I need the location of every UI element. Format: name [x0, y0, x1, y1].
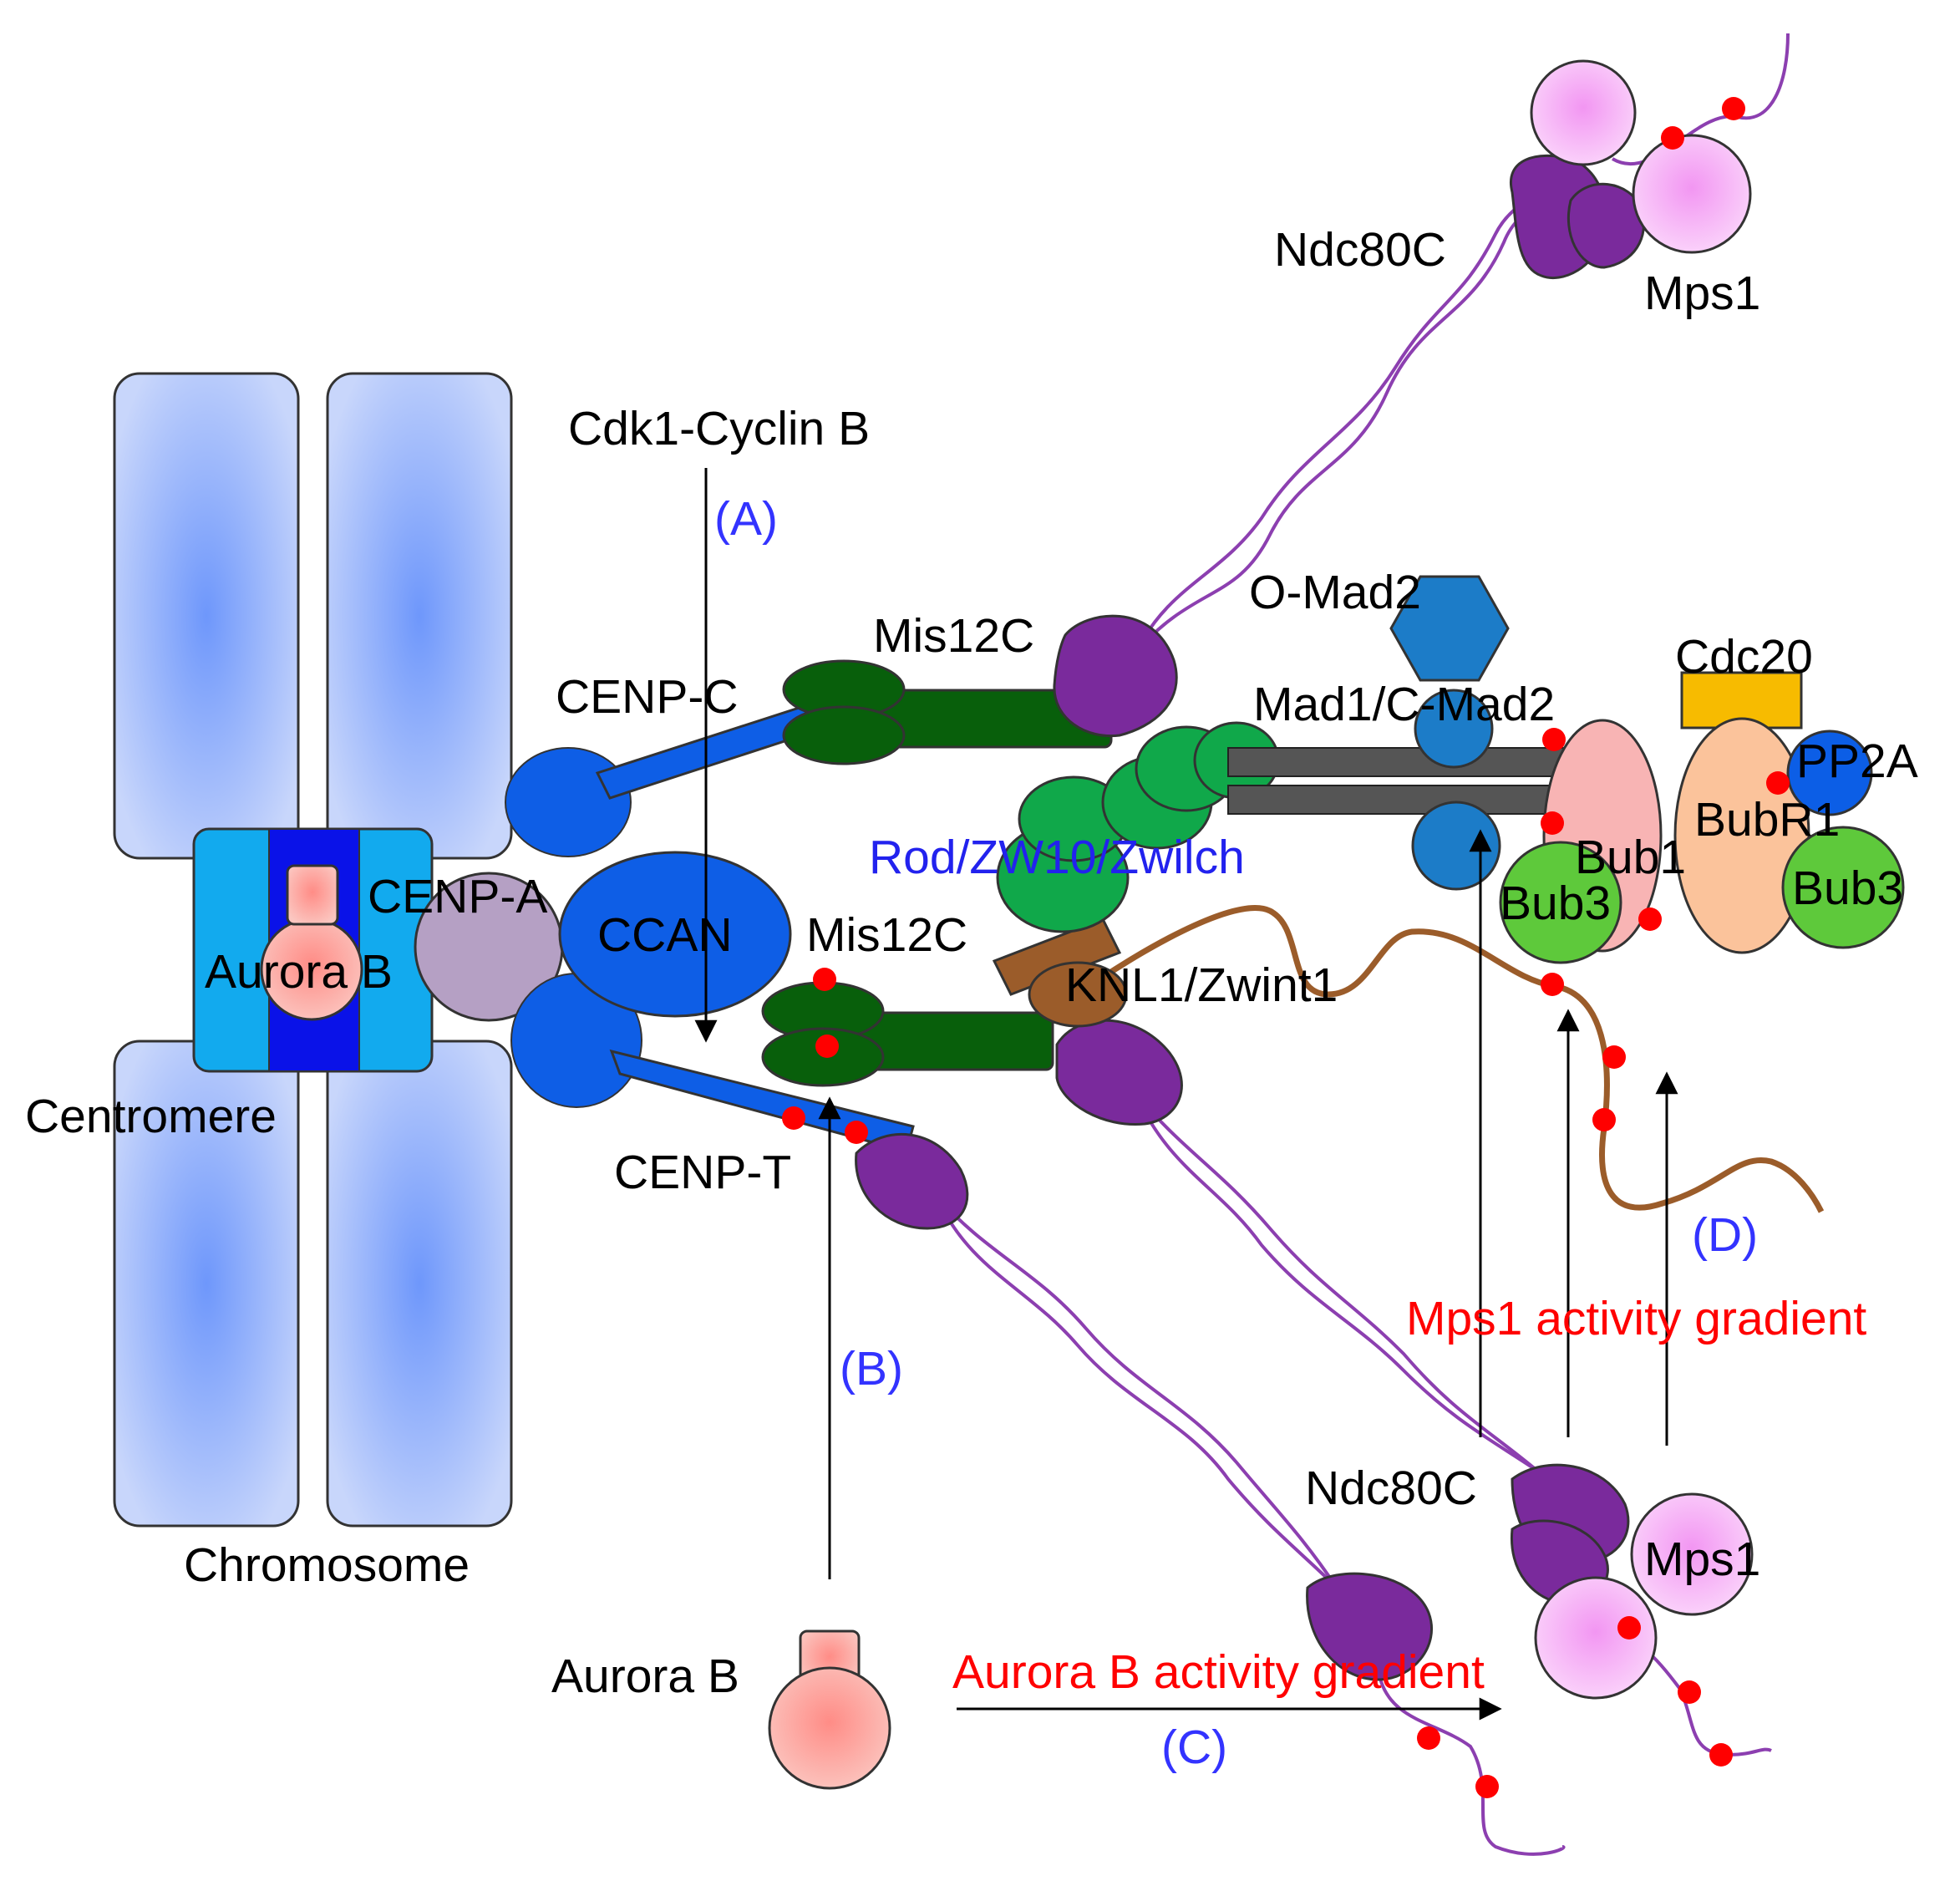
label-step-b: (B)	[840, 1342, 903, 1395]
ndc80c-middle-shape	[1135, 1093, 1539, 1472]
label-aurora-b-gradient: Aurora B activity gradient	[952, 1645, 1485, 1699]
label-cenp-t: CENP-T	[614, 1146, 791, 1199]
label-cenp-a: CENP-A	[368, 870, 547, 923]
label-pp2a: PP2A	[1796, 735, 1918, 788]
label-mps1-gradient: Mps1 activity gradient	[1406, 1292, 1866, 1345]
ccan-shape	[558, 851, 792, 1018]
label-mps1-top: Mps1	[1644, 267, 1760, 320]
mps1-top-shape	[1530, 59, 1752, 254]
mis12c-bottom-shape	[761, 981, 1054, 1087]
ccan-complex	[505, 747, 792, 1108]
label-bub1: Bub1	[1575, 831, 1686, 884]
c-mad2-shape-top	[1414, 689, 1494, 769]
aurora-b-free-shape	[768, 1629, 891, 1790]
label-cdc20: Cdc20	[1675, 630, 1813, 684]
bub3-left-shape	[1499, 841, 1622, 964]
mis12c-top-shape	[782, 659, 1113, 765]
knl1-shape	[992, 918, 1128, 1028]
label-knl1-zwint1: KNL1/Zwint1	[1065, 958, 1338, 1012]
o-mad2-shape	[1389, 575, 1510, 682]
mad1-shape	[1227, 747, 1605, 815]
label-centromere: Centromere	[25, 1090, 277, 1143]
chromosome	[113, 372, 513, 1528]
ndc80c-bottom-shape	[934, 1193, 1338, 1589]
label-o-mad2: O-Mad2	[1249, 566, 1421, 619]
label-mis12c-bottom: Mis12C	[806, 908, 967, 962]
label-aurora-b-free: Aurora B	[551, 1650, 739, 1703]
label-aurora-b-centromere: Aurora B	[205, 945, 393, 999]
chromatid-arm-bottom-right	[326, 1040, 513, 1528]
pp2a-shape	[1786, 730, 1873, 816]
label-ndc80c-bottom: Ndc80C	[1305, 1462, 1477, 1515]
knl1-tail	[1075, 905, 1825, 1213]
label-ndc80c-top: Ndc80C	[1274, 223, 1446, 277]
label-mis12c-top: Mis12C	[873, 609, 1034, 663]
label-bub3-left: Bub3	[1500, 877, 1611, 930]
c-mad2-shape-bottom	[1411, 801, 1501, 891]
label-cenp-c: CENP-C	[556, 670, 739, 724]
mps1-bottom-shape	[1534, 1492, 1754, 1700]
bub3-right-shape	[1781, 826, 1905, 949]
chromatid-arm-top-left	[113, 372, 300, 860]
ndc80-heads	[855, 154, 1646, 1681]
arrows	[694, 468, 1678, 1721]
label-chromosome: Chromosome	[184, 1538, 470, 1592]
label-step-a: (A)	[714, 492, 778, 546]
aurora-b-centromere-shape	[260, 864, 363, 1021]
label-bubr1: BubR1	[1694, 793, 1840, 846]
label-mad1-c-mad2: Mad1/C-Mad2	[1253, 678, 1555, 731]
label-bub3-right: Bub3	[1792, 862, 1903, 915]
ndc80c-top-shape	[1135, 174, 1572, 653]
phospho-sites	[782, 97, 1790, 1798]
label-ccan: CCAN	[597, 908, 733, 962]
label-rod-zw10-zwilch: Rod/ZW10/Zwilch	[869, 831, 1245, 884]
chromatid-arm-top-right	[326, 372, 513, 860]
label-step-c: (C)	[1161, 1721, 1227, 1774]
label-cdk1-cyclin-b: Cdk1-Cyclin B	[568, 402, 870, 455]
label-mps1-bottom: Mps1	[1644, 1533, 1760, 1586]
label-step-d: (D)	[1692, 1208, 1758, 1262]
